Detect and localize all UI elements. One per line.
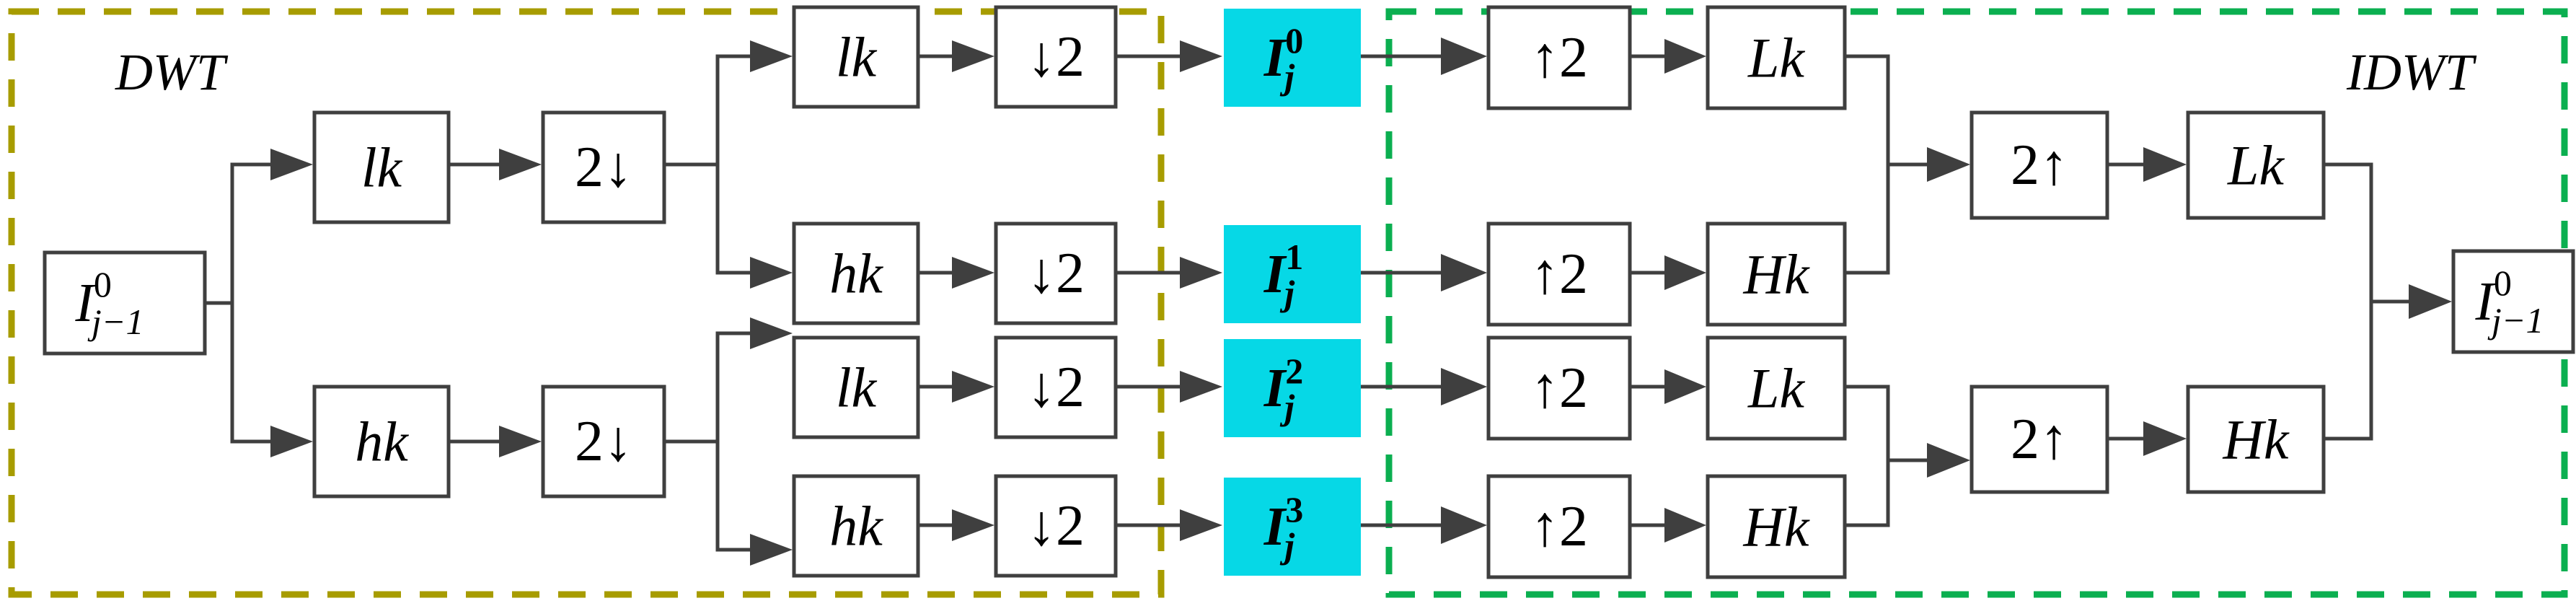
arrowhead-into-Lk2: [1664, 369, 1706, 404]
dwt-section-border: [8, 8, 1165, 598]
idwt-stage1-interpolator-box-3: [1486, 474, 1632, 579]
wire-final-merge-upper: [2324, 162, 2409, 304]
dwt-stage1-filter-box-1: [312, 385, 451, 499]
wire-dec2-split-upper: [664, 331, 750, 444]
dwt-stage2-filter-label-0: lk: [836, 26, 878, 89]
subband-box-1: [1224, 225, 1361, 323]
idwt-stage1-interpolator-box-2: [1486, 335, 1632, 441]
arrowhead-into-up0: [1441, 38, 1487, 75]
dwt-stage1-filter-box-0: [312, 110, 451, 224]
arrowhead-into-subband-3: [1180, 509, 1222, 541]
arrowhead-into-2up-bottom: [1927, 443, 1970, 478]
wire-merge-bottom-lower: [1845, 460, 1890, 527]
arrowhead-into-up3: [1441, 506, 1487, 544]
arrowhead-s2-2-into-dec: [952, 371, 994, 403]
arrowhead-into-2up-top: [1927, 147, 1970, 182]
arrowhead-into-dec2: [499, 426, 542, 457]
dwt-stage1-decimator-label-0: 2↓: [575, 136, 632, 199]
idwt-stage1-interpolator-label-3: ↑2: [1530, 495, 1588, 558]
idwt-section-label: IDWT: [2346, 43, 2477, 101]
dwt-stage2-decimator-label-3: ↓2: [1027, 494, 1085, 558]
wire-merge-top-lower: [1845, 164, 1890, 275]
dwt-stage1-decimator-label-1: 2↓: [575, 410, 632, 473]
arrowhead-into-Hk3: [1664, 508, 1706, 543]
subband-box-2: [1224, 339, 1361, 437]
idwt-stage1-interpolator-box-0: [1486, 5, 1632, 110]
arrowhead-s2-1-into-dec: [952, 257, 994, 289]
subband-box-3: [1224, 478, 1361, 576]
idwt-stage1-interpolator-label-0: ↑2: [1530, 26, 1588, 89]
idwt-stage2-interpolator-label-1: 2↑: [2011, 408, 2068, 471]
arrowhead-s2-3-into-dec: [952, 509, 994, 541]
arrowhead-into-subband-2: [1180, 371, 1222, 403]
wire-dec1-split-upper: [664, 54, 750, 167]
wire-input-to-hk1: [205, 301, 270, 444]
arrowhead-into-hk2-3: [750, 534, 793, 566]
dwt-stage2-filter-label-2: lk: [836, 356, 878, 419]
idwt-stage2-filter-box-0: [2186, 110, 2326, 220]
dwt-stage2-filter-label-3: hk: [829, 495, 883, 558]
wire-merge-top-upper: [1845, 54, 1927, 167]
idwt-stage1-filter-box-3: [1706, 474, 1847, 579]
dwt-stage2-decimator-box-3: [994, 474, 1118, 578]
arrowhead-into-subband-0: [1180, 40, 1222, 72]
dwt-stage2-decimator-label-0: ↓2: [1027, 25, 1085, 89]
wire-merge-bottom-upper: [1845, 385, 1927, 462]
idwt-stage2-filter-label-1: Hk: [2223, 408, 2290, 471]
dwt-stage2-decimator-label-2: ↓2: [1027, 356, 1085, 419]
wire-dec2-split-lower: [664, 439, 750, 552]
idwt-stage1-filter-label-1: Hk: [1743, 243, 1810, 306]
arrowhead-s2-0-into-dec: [952, 40, 994, 72]
arrowhead-into-up1: [1441, 254, 1487, 291]
wire-dec1-split-lower: [664, 162, 750, 275]
idwt-stage2-filter-box-1: [2186, 385, 2326, 494]
dwt-stage2-filter-box-0: [792, 5, 920, 109]
dwt-stage2-decimator-box-2: [994, 335, 1118, 439]
arrowhead-into-Lk0: [1664, 39, 1706, 74]
idwt-stage1-filter-label-3: Hk: [1743, 496, 1810, 558]
dwt-stage1-filter-label-0: lk: [361, 136, 403, 199]
subband-box-0: [1224, 9, 1361, 107]
idwt-stage2-interpolator-box-1: [1970, 385, 2109, 494]
wire-final-merge-lower: [2324, 302, 2373, 441]
arrowhead-into-lk2-2: [750, 317, 793, 349]
arrowhead-into-hk2-1: [750, 257, 793, 289]
idwt-stage1-filter-label-0: Lk: [1747, 27, 1805, 89]
arrowhead-into-Hk-stage2: [2143, 421, 2187, 456]
wire-input-to-lk1: [205, 162, 270, 305]
dwt-stage2-decimator-box-1: [994, 221, 1118, 325]
arrowhead-into-Lk-stage2: [2143, 147, 2187, 182]
arrowhead-into-hk1: [270, 426, 313, 457]
idwt-stage2-interpolator-label-0: 2↑: [2011, 133, 2068, 197]
idwt-stage1-filter-label-2: Lk: [1747, 357, 1805, 420]
idwt-stage2-interpolator-box-0: [1970, 110, 2109, 220]
idwt-stage1-interpolator-label-2: ↑2: [1530, 356, 1588, 420]
arrowhead-into-lk2-0: [750, 40, 793, 72]
arrowhead-into-dec1: [499, 149, 542, 180]
idwt-stage2-filter-label-0: Lk: [2227, 134, 2285, 197]
dwt-section-label: DWT: [115, 43, 229, 101]
arrowhead-into-Hk1: [1664, 255, 1706, 290]
idwt-stage1-interpolator-label-1: ↑2: [1530, 242, 1588, 306]
idwt-stage1-filter-box-1: [1706, 221, 1847, 327]
arrowhead-into-up2: [1441, 368, 1487, 405]
dwt-stage1-decimator-box-0: [541, 110, 666, 224]
arrowhead-into-lk1: [270, 149, 313, 180]
idwt-stage1-interpolator-box-1: [1486, 221, 1632, 327]
arrowhead-into-subband-1: [1180, 257, 1222, 289]
dwt-stage1-filter-label-1: hk: [355, 410, 409, 473]
input-image-box: [43, 250, 207, 356]
idwt-stage1-filter-box-2: [1706, 335, 1847, 441]
dwt-stage2-decimator-label-1: ↓2: [1027, 242, 1085, 305]
output-image-box: [2451, 249, 2575, 354]
dwt-stage2-filter-label-1: hk: [829, 242, 883, 305]
arrowhead-into-output: [2409, 284, 2452, 319]
